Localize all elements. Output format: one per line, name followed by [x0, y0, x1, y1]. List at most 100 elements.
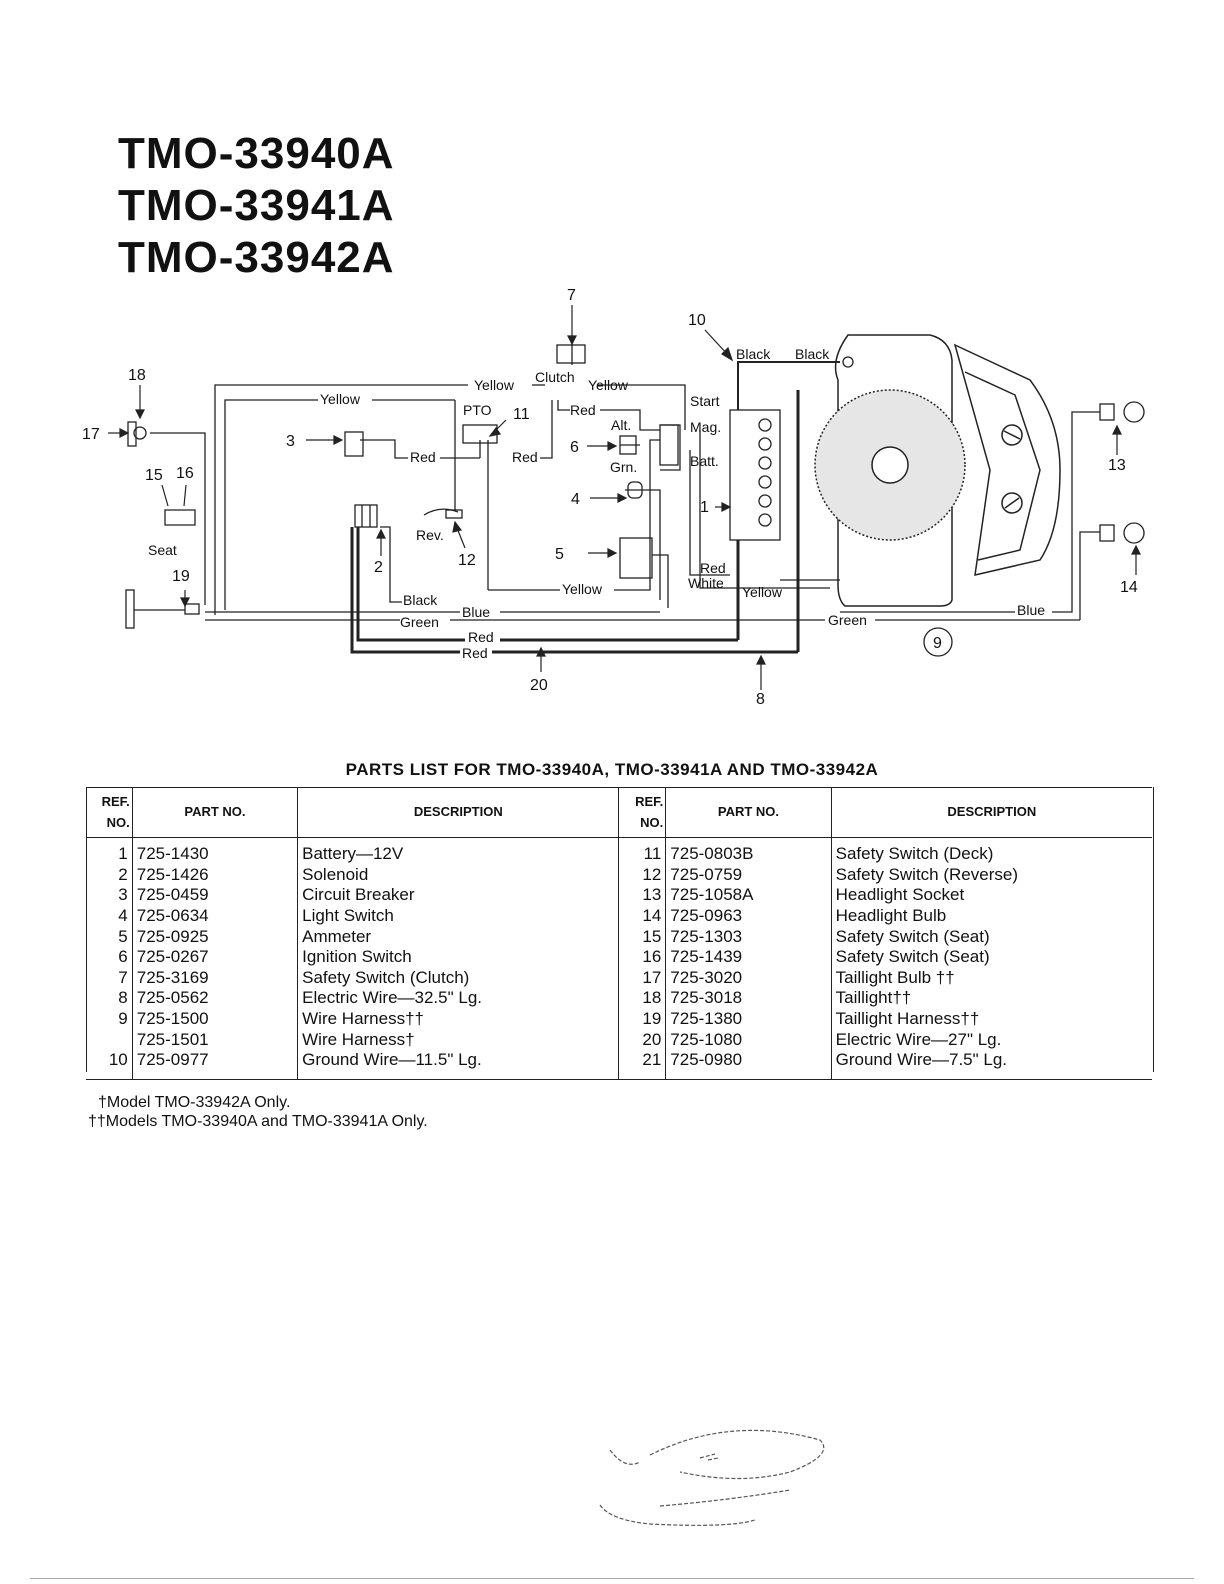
cell-part: 725-3020 [665, 967, 832, 989]
cell-part: 725-1303 [665, 926, 832, 948]
header-part-left: PART NO. [131, 786, 298, 839]
cell-ref: 12 [618, 864, 666, 886]
cell-desc: Safety Switch (Clutch) [297, 967, 619, 989]
wire-label: Red [468, 629, 494, 645]
ref-16: 16 [176, 465, 194, 482]
cell-ref: 6 [118, 947, 128, 967]
ref-5: 5 [555, 546, 564, 563]
cell-ref: 11 [618, 837, 666, 865]
ref-13: 13 [1108, 457, 1126, 474]
cell-part: 725-0980 [665, 1050, 832, 1080]
ref-2: 2 [374, 559, 383, 576]
label-pto: PTO [463, 402, 492, 418]
wire-taillight [150, 432, 206, 605]
cell-desc: Headlight Socket [830, 885, 1152, 906]
cell-ref: 17 [618, 967, 666, 989]
cell-part: 725-0963 [665, 905, 832, 927]
wire-yellow-top [214, 384, 468, 615]
cell-ref: 2 [118, 864, 128, 884]
ref-15: 15 [145, 467, 163, 484]
wire-label: White [688, 575, 724, 591]
cell-part: 725-1080 [665, 1029, 832, 1051]
cell-desc: Electric Wire—32.5" Lg. [297, 988, 619, 1009]
ref-1: 1 [700, 499, 709, 516]
cell-part: 725-0925 [131, 926, 298, 948]
cell-ref: 20 [618, 1029, 666, 1051]
cell-desc: Electric Wire—27" Lg. [830, 1029, 1152, 1051]
cell-desc: Safety Switch (Seat) [830, 926, 1152, 948]
cell-ref: 5 [118, 926, 128, 946]
ref-14: 14 [1120, 579, 1138, 596]
parts-table: REF. NO. PART NO. DESCRIPTION REF. NO. P… [86, 786, 1152, 1082]
model-title-2: TMO-33941A [118, 181, 395, 230]
header-ref-left: REF. NO. [86, 786, 133, 839]
cell-desc: Taillight†† [830, 988, 1152, 1009]
model-title-1: TMO-33940A [118, 129, 395, 178]
model-titles: TMO-33940A TMO-33941A TMO-33942A [118, 128, 395, 284]
cell-part: 725-1439 [665, 947, 832, 968]
cell-desc: Circuit Breaker [297, 885, 619, 906]
label-clutch: Clutch [535, 369, 575, 385]
wire-label: Yellow [562, 581, 603, 597]
cell-desc: Ground Wire—7.5" Lg. [830, 1050, 1152, 1080]
cell-desc: Safety Switch (Seat) [830, 947, 1152, 968]
cell-part: 725-0267 [131, 947, 298, 968]
label-start: Start [690, 393, 720, 409]
cell-ref: 18 [618, 988, 666, 1009]
cell-ref: 3 [118, 885, 128, 905]
label-mag: Mag. [690, 419, 721, 435]
wire-label: Black [403, 592, 438, 608]
engine-drawing [814, 334, 1061, 607]
cell-desc: Wire Harness†† [297, 1008, 619, 1030]
wire-black [380, 526, 402, 603]
parts-list-heading: PARTS LIST FOR TMO-33940A, TMO-33941A AN… [345, 760, 879, 779]
cell-ref: 10 [108, 1050, 128, 1070]
cell-ref: 19 [618, 1008, 666, 1030]
footnote-double-dagger: ††Models TMO-33940A and TMO-33941A Only. [88, 1113, 428, 1130]
label-batt: Batt. [690, 453, 719, 469]
wire-label: Blue [462, 604, 490, 620]
ref-17: 17 [82, 426, 100, 443]
ref-19: 19 [172, 568, 190, 585]
ref-8: 8 [756, 691, 765, 708]
ref-11: 11 [513, 406, 530, 423]
cell-part: 725-0562 [131, 988, 298, 1009]
ref-6: 6 [570, 439, 579, 456]
cell-desc: Taillight Bulb †† [830, 967, 1152, 989]
label-grn: Grn. [610, 459, 637, 475]
wire-label: Red [410, 449, 436, 465]
wire-label: Green [400, 614, 439, 630]
ref-7: 7 [567, 287, 576, 304]
cell-ref: 8 [118, 988, 128, 1008]
cell-part: 725-1501 [131, 1029, 298, 1051]
cell-desc: Ground Wire—11.5" Lg. [297, 1050, 619, 1080]
cell-desc: Wire Harness† [297, 1029, 619, 1051]
cell-ref: 15 [618, 926, 666, 948]
cell-desc: Ignition Switch [297, 947, 619, 968]
ref-12: 12 [458, 552, 476, 569]
cell-desc: Light Switch [297, 905, 619, 927]
cell-desc: Solenoid [297, 864, 619, 886]
header-desc-left: DESCRIPTION [297, 786, 619, 839]
wire-label: Yellow [474, 377, 515, 393]
cell-desc: Taillight Harness†† [830, 1008, 1152, 1030]
ref-9: 9 [933, 635, 942, 652]
cell-part: 725-0634 [131, 905, 298, 927]
cell-part: 725-0803B [665, 837, 832, 865]
footnotes: †Model TMO-33942A Only. ††Models TMO-339… [88, 1093, 428, 1131]
ref-20: 20 [530, 677, 548, 694]
ref-3: 3 [286, 433, 295, 450]
wire-label: Blue [1017, 602, 1045, 618]
cell-part: 725-3018 [665, 988, 832, 1009]
cell-ref: 4 [118, 905, 128, 925]
header-part-right: PART NO. [665, 786, 832, 839]
cell-part: 725-0759 [665, 864, 832, 886]
cell-part: 725-1426 [131, 864, 298, 886]
